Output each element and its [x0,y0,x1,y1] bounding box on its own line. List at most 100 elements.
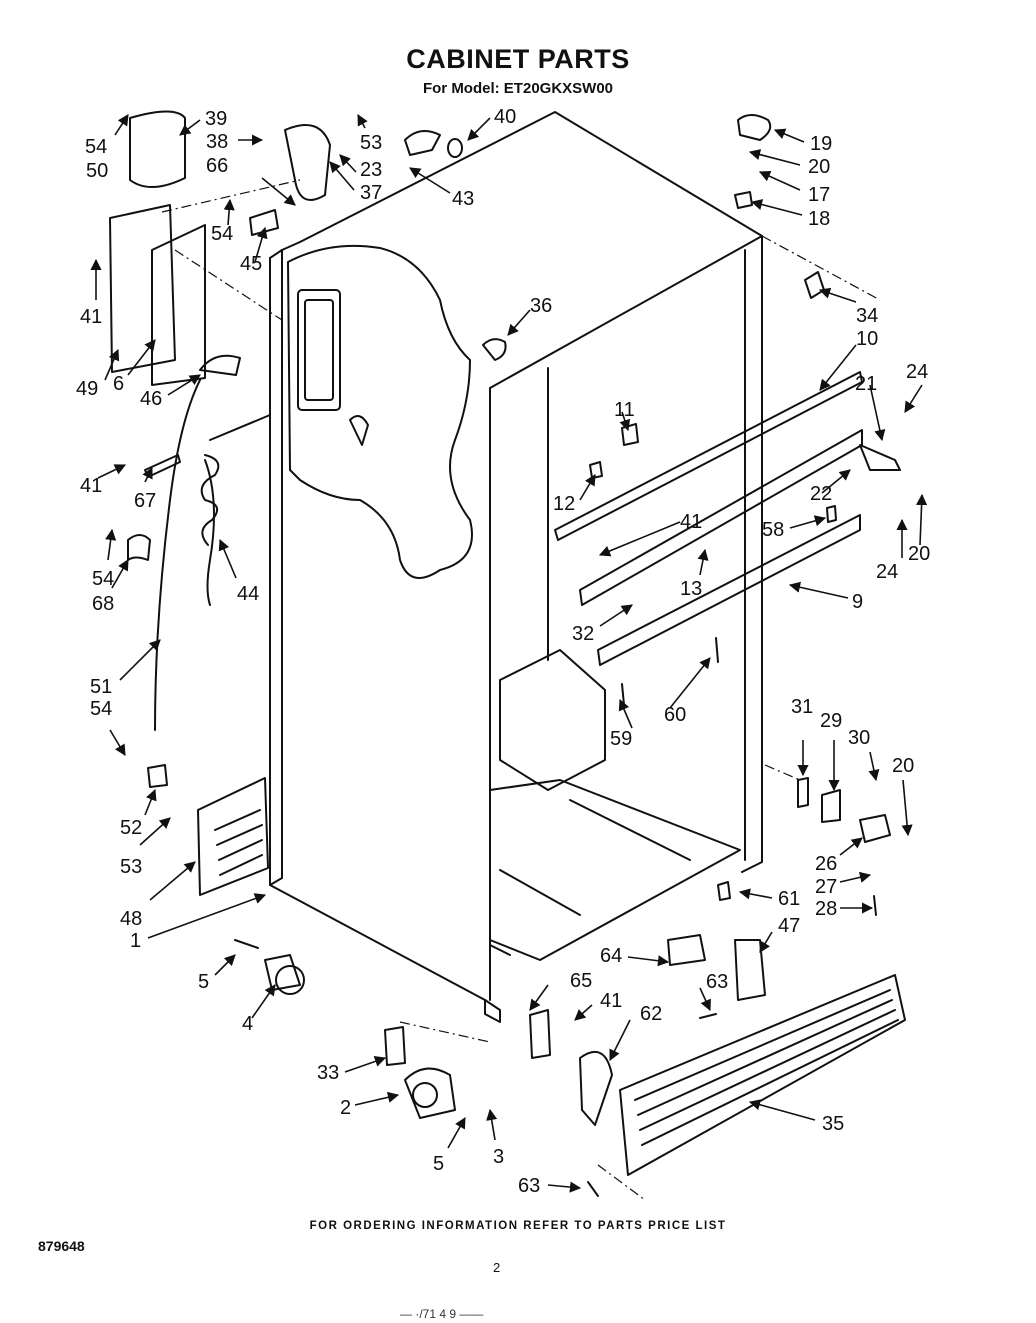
callout-11: 11 [614,399,635,421]
callout-19: 19 [810,133,832,155]
wire-harness-37 [284,124,331,201]
power-cord-44 [204,459,215,606]
pin-12 [589,461,603,479]
callout-5-front: 5 [433,1153,444,1175]
callout-31: 31 [791,696,813,718]
callout-64: 64 [600,945,622,967]
callout-44: 44 [237,583,259,605]
hinge-pin-34 [804,271,825,299]
bracket-45 [249,209,279,236]
strip-58 [826,505,837,523]
assembly-line-4 [764,764,801,781]
cabinet-front-face [269,249,283,886]
callout-6: 6 [113,373,124,395]
bottom-hinge-26 [859,814,891,843]
callout-63-bottom: 63 [518,1175,540,1197]
assembly-line-5 [597,1164,646,1201]
callout-21: 21 [855,373,877,395]
screw-5a [234,939,259,949]
page-title: CABINET PARTS [406,44,630,74]
floor-rail-2 [569,799,691,861]
front-roller-2 [404,1067,456,1119]
assembly-line-1 [174,249,283,321]
callout-26: 26 [815,853,837,875]
front-roller-wheel [412,1082,438,1108]
callout-47: 47 [778,915,800,937]
callout-18: 18 [808,208,830,230]
screw-59 [621,683,625,706]
bracket-31 [797,777,809,808]
callout-41-cord: 41 [80,475,102,497]
document-number: 879648 [38,1238,85,1254]
roller-clip-33 [384,1026,406,1066]
bracket-52 [147,764,168,788]
roller-bracket-4 [264,954,301,991]
callout-30: 30 [848,727,870,749]
shim-61 [717,881,731,901]
callout-35: 35 [822,1113,844,1135]
callout-53-lower: 53 [120,856,142,878]
rear-panel-vents [214,809,263,876]
callout-52: 52 [120,817,142,839]
callout-43: 43 [452,188,474,210]
cabinet-left-side [269,241,486,1001]
callout-28: 28 [815,898,837,920]
callout-53-top: 53 [360,132,382,154]
callout-1: 1 [130,930,141,952]
callout-40: 40 [494,106,516,128]
cabinet-right-edge [741,235,763,873]
callout-62: 62 [640,1003,662,1025]
knob-36 [482,338,507,361]
callout-60: 60 [664,704,686,726]
callout-20-top: 20 [808,156,830,178]
callout-22: 22 [810,483,832,505]
ordering-note: FOR ORDERING INFORMATION REFER TO PARTS … [309,1220,727,1232]
callout-51: 51 [90,676,112,698]
bracket-46 [199,354,241,376]
callout-41-bottom: 41 [600,990,622,1012]
floor-rail-1 [499,869,581,916]
cabinet-liner-cutaway [287,244,473,579]
clip-11 [621,423,639,446]
shelf-rail-10 [554,371,863,541]
callout-12: 12 [553,493,575,515]
hinge-block-29 [821,789,841,823]
screw-60 [715,637,719,663]
callout-49: 49 [76,378,98,400]
cord-coils-44 [200,454,220,546]
callout-61: 61 [778,888,800,910]
assembly-line-2 [161,179,301,213]
callout-2: 2 [340,1097,351,1119]
callout-63-top: 63 [706,971,728,993]
rear-roller-4 [275,965,305,995]
floor-rail-3 [489,944,511,956]
assembly-line-3 [761,235,881,301]
grille-clip-64 [667,934,706,966]
callout-41-rail: 41 [680,511,702,533]
toe-grille-35 [619,974,906,1176]
compressor-hump [499,649,606,791]
callout-54-lower: 54 [90,698,112,720]
damper-23 [404,130,441,156]
callout-59: 59 [610,728,632,750]
callout-5-rear: 5 [198,971,209,993]
liner-clip [349,415,369,446]
drain-tube-51 [154,379,201,731]
callout-65: 65 [570,970,592,992]
callout-13: 13 [680,578,702,600]
model-subtitle: For Model: ET20GKXSW00 [422,80,614,97]
liner-vent-inner [304,299,334,401]
liner-vent-opening [297,289,341,411]
page-number: 2 [493,1260,501,1275]
callout-23: 23 [360,159,382,181]
callout-10: 10 [856,328,878,350]
assembly-line-6 [399,1021,491,1043]
top-hinge-cap-19 [737,114,772,141]
callout-68: 68 [92,593,114,615]
callout-54-top: 54 [85,136,107,158]
callout-54-mid: 54 [211,223,233,245]
grommet-40 [447,138,463,158]
cord-lead [209,414,271,441]
leveler-65 [529,1009,551,1059]
toe-grille-slats [634,989,899,1146]
